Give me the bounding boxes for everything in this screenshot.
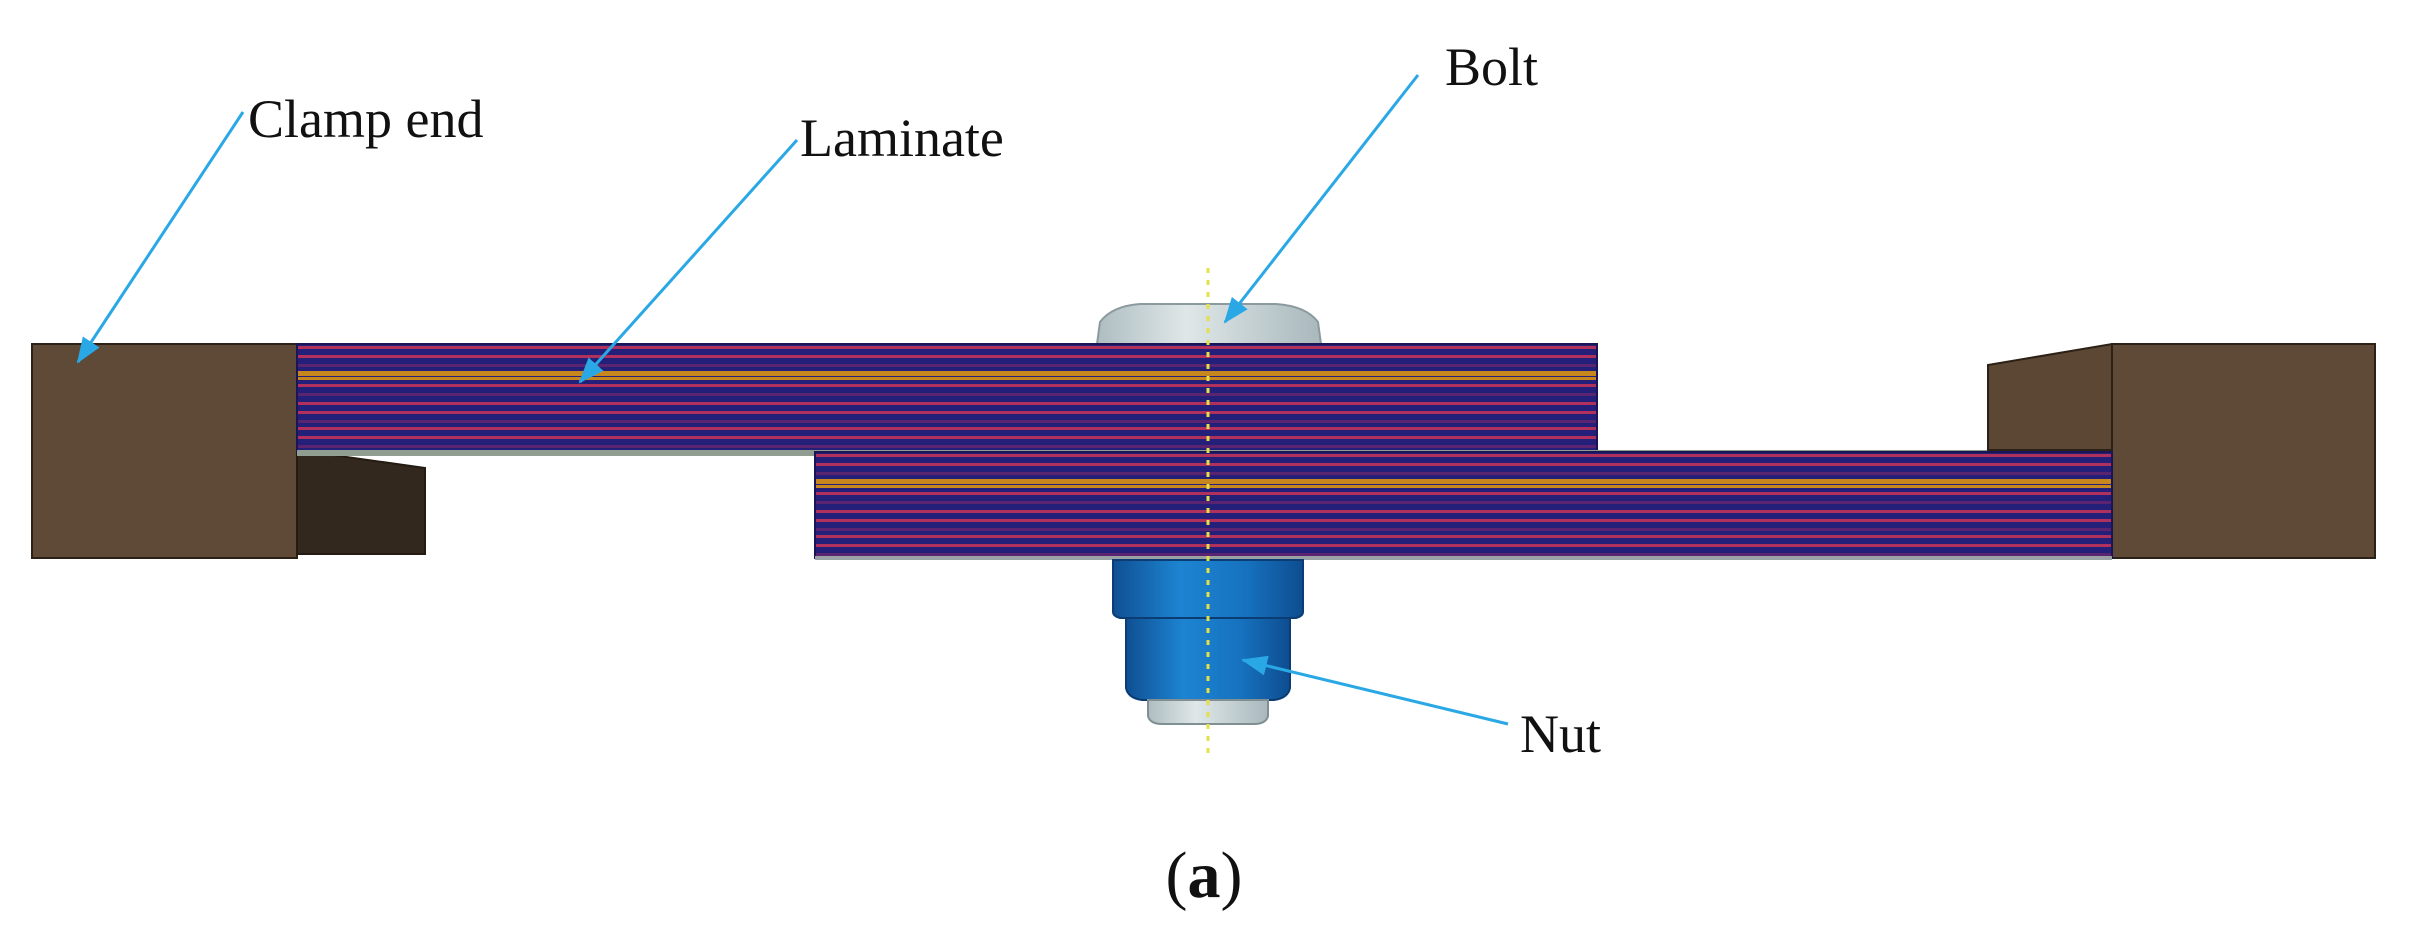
lower-laminate	[814, 451, 2113, 560]
leader-arrows	[76, 74, 1509, 726]
bolt-arrow	[1223, 74, 1420, 324]
nut	[1112, 559, 1304, 725]
upper-laminate	[296, 343, 1987, 456]
left-clamp	[31, 343, 426, 559]
clamp-end-label: Clamp end	[248, 89, 483, 149]
caption-close: )	[1221, 839, 1243, 912]
caption-open: (	[1166, 839, 1188, 912]
laminate-arrow	[578, 138, 799, 384]
caption-letter: a	[1188, 839, 1221, 912]
clamp-end-arrow	[76, 111, 245, 364]
caption: (a)	[1166, 839, 1243, 912]
bolt-label: Bolt	[1445, 37, 1538, 97]
nut-label: Nut	[1520, 704, 1601, 764]
right-clamp	[1987, 342, 2376, 559]
laminate-label: Laminate	[800, 108, 1004, 168]
bolt	[1095, 303, 1323, 345]
nut-arrow	[1241, 655, 1509, 726]
